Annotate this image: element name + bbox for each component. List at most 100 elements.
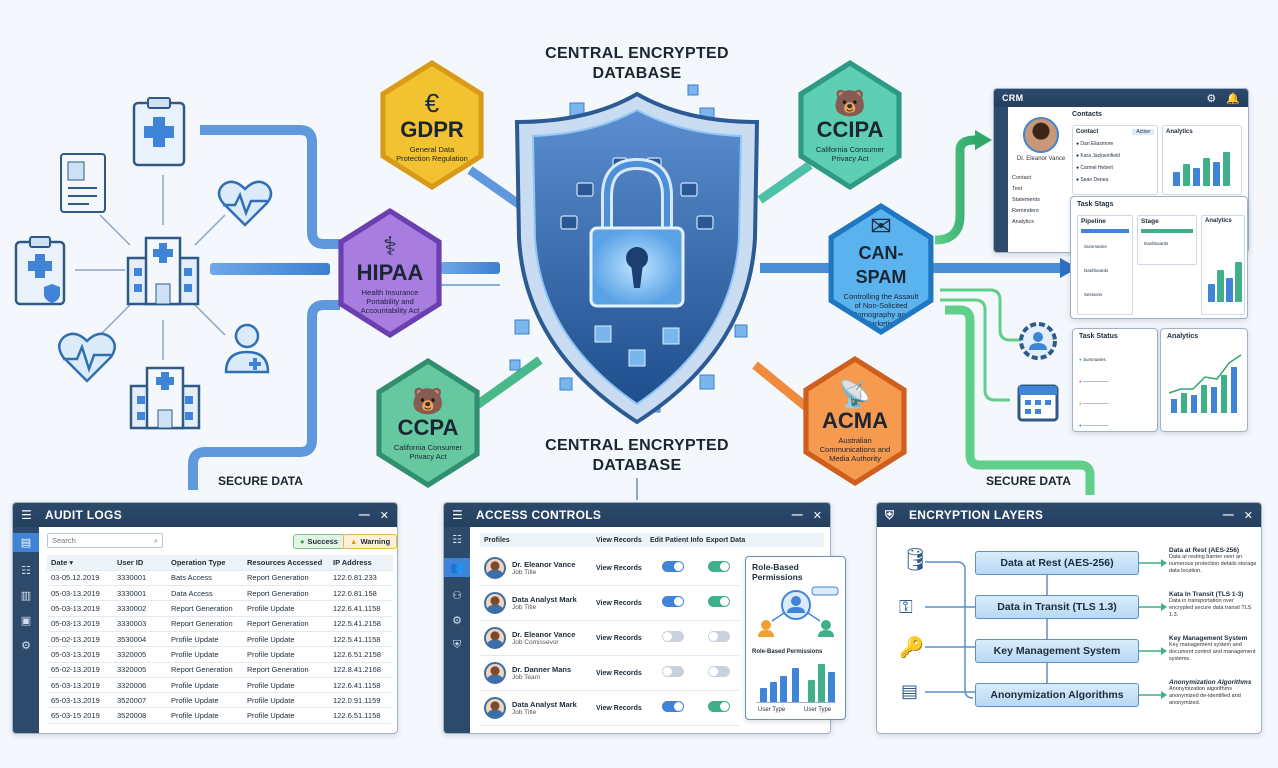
stage-item[interactable]: Dashboards	[1144, 241, 1169, 246]
col-date[interactable]: Date ▾	[47, 555, 113, 571]
crm-analytics-chart	[1169, 146, 1235, 186]
note-key-management: Key Management System Key management sys…	[1169, 635, 1256, 662]
clipboard-shield-icon	[8, 232, 72, 312]
col-ip-address[interactable]: IP Address	[329, 555, 393, 571]
table-cell: Profile Update	[167, 707, 243, 724]
edit-patient-toggle[interactable]	[662, 561, 684, 572]
nav-contact[interactable]: Contact	[1012, 175, 1031, 181]
status-analytics-chart	[1168, 354, 1242, 413]
export-data-toggle[interactable]	[708, 701, 730, 712]
settings-icon[interactable]: ⚙	[1206, 92, 1217, 105]
pipeline-item[interactable]: Dashboards	[1084, 268, 1109, 273]
table-cell: Profile Update	[243, 707, 329, 724]
export-data-toggle[interactable]	[708, 596, 730, 607]
export-data-toggle[interactable]	[708, 631, 730, 642]
gdpr-badge: € GDPR General Data Protection Regulatio…	[380, 60, 484, 190]
shield-icon[interactable]: ⛨	[452, 639, 462, 651]
search-input[interactable]: Search⌕	[47, 533, 163, 548]
view-records-link[interactable]: View Records	[596, 634, 642, 642]
table-cell: 122.5.41.1158	[329, 631, 393, 648]
view-records-link[interactable]: View Records	[596, 564, 642, 572]
table-cell: 3520007	[113, 692, 167, 709]
secure-data-label-right: SECURE DATA	[986, 474, 1071, 488]
minimize-icon[interactable]: —	[1222, 509, 1234, 521]
table-cell: 3320005	[113, 662, 167, 678]
status-item[interactable]: ● ────────	[1079, 379, 1109, 384]
contact-row[interactable]: ● Kara Jacksonfield	[1076, 153, 1120, 159]
col-operation-type[interactable]: Operation Type	[167, 555, 243, 571]
table-cell: Report Generation	[243, 616, 329, 632]
menu-icon[interactable]: ☰	[21, 508, 32, 522]
pipeline-item[interactable]: Sessions	[1084, 292, 1103, 297]
col-resources-accessed[interactable]: Resources Accessed	[243, 555, 329, 571]
contact-row[interactable]: ● Dan Eliasmore	[1076, 141, 1114, 147]
notification-icon[interactable]: 🔔	[1226, 92, 1240, 105]
status-item[interactable]: ● ────────	[1079, 401, 1109, 406]
access-sidebar: ☷ 👥 ⚇ ⚙ ⛨	[444, 527, 470, 733]
export-data-toggle[interactable]	[708, 561, 730, 572]
status-item[interactable]: ● ────────	[1079, 423, 1109, 428]
euro-stars-icon: €	[424, 87, 440, 118]
list-icon[interactable]: ☷	[21, 565, 31, 577]
edit-patient-toggle[interactable]	[662, 596, 684, 607]
users-icon[interactable]: 👥	[444, 558, 470, 577]
table-cell: Report Generation	[243, 585, 329, 602]
view-records-link[interactable]: View Records	[596, 669, 642, 677]
table-cell: 05-03-13.2019	[47, 600, 113, 617]
table-cell: 3520008	[113, 707, 167, 724]
list-icon[interactable]: ☷	[452, 534, 462, 546]
nav-reminders[interactable]: Reminders	[1012, 208, 1039, 214]
col-user-id[interactable]: User ID	[113, 555, 167, 571]
close-icon[interactable]: ✕	[379, 509, 389, 522]
profile-role: Job Comissevor	[512, 639, 559, 646]
edit-patient-toggle[interactable]	[662, 666, 684, 677]
menu-icon[interactable]: ☰	[452, 508, 463, 522]
document-icon[interactable]: ▤	[13, 533, 39, 552]
task-status-title: Task Status	[1079, 333, 1118, 340]
contact-row[interactable]: ● Carmel Hebert	[1076, 165, 1113, 171]
pipeline-item[interactable]: Summaries	[1084, 244, 1107, 249]
antenna-icon: 📡	[838, 379, 872, 409]
status-item[interactable]: ● Summaries	[1079, 357, 1106, 362]
minimize-icon[interactable]: —	[791, 509, 803, 521]
close-icon[interactable]: ✕	[1243, 509, 1253, 522]
view-records-link[interactable]: View Records	[596, 704, 642, 712]
nav-analytics[interactable]: Analytics	[1012, 219, 1035, 225]
layer-data-at-rest[interactable]: Data at Rest (AES-256)	[975, 551, 1139, 575]
minimize-icon[interactable]: —	[358, 509, 370, 521]
layer-anonymization[interactable]: Anonymization Algorithms	[975, 683, 1139, 707]
success-filter-button[interactable]: ●Success	[293, 534, 345, 549]
close-icon[interactable]: ✕	[812, 509, 822, 522]
nav-text[interactable]: Text	[1012, 186, 1023, 192]
nav-statements[interactable]: Statements	[1012, 197, 1040, 203]
gdpr-subtitle: General Data Protection Regulation	[396, 144, 468, 163]
secure-data-label-left: SECURE DATA	[218, 474, 303, 488]
export-data-toggle[interactable]	[708, 666, 730, 677]
gear-icon[interactable]: ⚙	[21, 640, 31, 652]
table-cell: 65-03-13.2019	[47, 677, 113, 694]
gear-icon[interactable]: ⚙	[452, 615, 462, 627]
group-icon[interactable]: ⚇	[452, 590, 462, 602]
edit-patient-toggle[interactable]	[662, 701, 684, 712]
layer-key-management[interactable]: Key Management System	[975, 639, 1139, 663]
briefcase-icon[interactable]: ▣	[20, 615, 32, 627]
contact-row[interactable]: ● Sean Denea	[1076, 177, 1109, 183]
layer-data-in-transit[interactable]: Data in Transit (TLS 1.3)	[975, 595, 1139, 619]
edit-patient-toggle[interactable]	[662, 631, 684, 642]
view-records-link[interactable]: View Records	[596, 599, 642, 607]
chart-icon[interactable]: ▥	[20, 590, 32, 602]
warning-filter-button[interactable]: ▲Warning	[343, 534, 397, 549]
